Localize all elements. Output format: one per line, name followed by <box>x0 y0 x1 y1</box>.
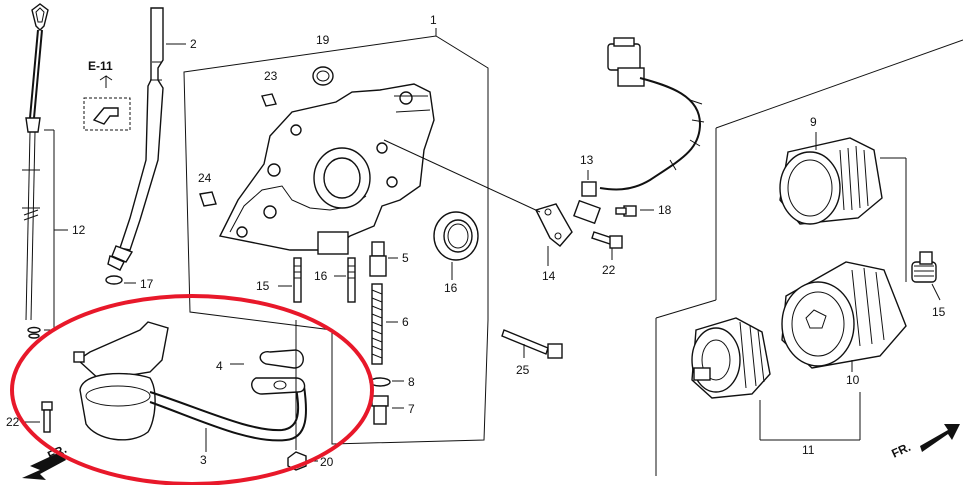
callout-25: 25 <box>516 363 530 377</box>
sensor-bracket <box>535 203 573 247</box>
bolt-strainer <box>41 401 53 433</box>
sensor <box>573 181 601 225</box>
callout-24: 22 <box>6 415 20 429</box>
callout-9: 9 <box>810 115 817 129</box>
oil-filter-element <box>691 317 771 399</box>
filter-panel <box>655 39 963 476</box>
callout-15: 15 <box>932 305 946 319</box>
oil-pump-body <box>218 83 435 255</box>
sensor-harness <box>599 37 705 191</box>
callout-4: 4 <box>216 359 223 373</box>
callout-16a: 15 <box>256 279 270 293</box>
sealing-bolt <box>371 395 389 425</box>
callout-13: 13 <box>580 153 594 167</box>
callout-17: 16 <box>444 281 458 295</box>
callout-18: 17 <box>140 277 154 291</box>
front-arrow-left-icon <box>22 452 66 480</box>
callout-22a: 23 <box>264 69 278 83</box>
reference-label: E-11 <box>88 59 113 73</box>
callout-10: 10 <box>846 373 860 387</box>
oil-strainer <box>73 321 307 442</box>
reference-box <box>83 97 131 131</box>
callout-leader-12 <box>44 129 68 331</box>
oil-filter-upper <box>779 137 883 225</box>
bolt-small <box>615 205 637 217</box>
relief-spring <box>371 283 383 365</box>
bolt-sensor <box>591 231 623 249</box>
callout-3: 3 <box>200 453 207 467</box>
callout-20: 18 <box>658 203 672 217</box>
callout-21: 20 <box>320 455 334 469</box>
callout-14: 14 <box>542 269 556 283</box>
o-ring-19 <box>312 66 334 86</box>
bolt-long <box>501 329 563 359</box>
filter-feed-pipe <box>911 251 937 283</box>
dipstick <box>22 3 49 339</box>
callout-19: 19 <box>316 33 330 47</box>
callout-5: 5 <box>402 251 409 265</box>
callout-7: 7 <box>408 402 415 416</box>
callout-11: 11 <box>802 443 815 457</box>
callout-22b: 24 <box>198 171 212 185</box>
callout-leader-11 <box>759 392 861 441</box>
oil-filter-lower <box>781 261 907 369</box>
callout-2: 2 <box>190 37 197 51</box>
stud-bolt <box>293 257 356 303</box>
front-arrow-right-icon <box>920 424 960 452</box>
callout-8: 8 <box>408 375 415 389</box>
callout-23: 22 <box>602 263 616 277</box>
highlight-circle <box>10 294 374 485</box>
relief-valve <box>369 241 387 277</box>
o-ring-18 <box>105 275 123 285</box>
dipstick-tube <box>107 7 164 271</box>
front-marker-right: FR. <box>889 440 912 461</box>
callout-12: 12 <box>72 223 86 237</box>
callout-6: 6 <box>402 315 409 329</box>
arrow-up-icon <box>99 75 113 88</box>
callout-1: 1 <box>430 13 437 27</box>
callout-16b: 16 <box>314 269 328 283</box>
oil-seal <box>433 211 479 261</box>
oil-pump-box <box>183 35 489 445</box>
dowel-pin <box>199 93 277 207</box>
